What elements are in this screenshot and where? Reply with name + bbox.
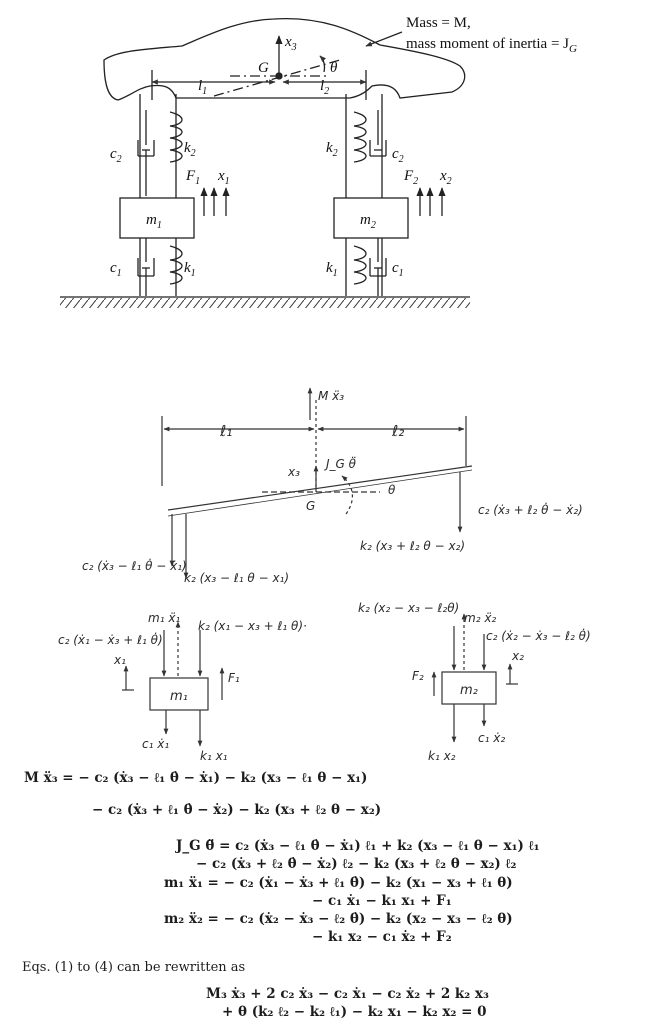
- fbd-m1-box: [149, 677, 209, 711]
- theta-label: θ: [330, 60, 338, 76]
- fbd-body-bar-top: [167, 465, 473, 511]
- fbd-force-left-spring: k₂ (x₃ − ℓ₁ θ − x₁): [184, 571, 289, 585]
- k2-left-label: k2: [184, 140, 196, 159]
- fbd-m2-label: m₂: [460, 683, 478, 698]
- fbd-G-label: G: [306, 499, 315, 513]
- theta-arc: [319, 55, 326, 73]
- cg-dot: [275, 72, 283, 80]
- c2-left-label: c2: [110, 146, 122, 165]
- free-body-diagram: [122, 387, 518, 747]
- x1-label: x1: [217, 168, 230, 187]
- F2-label: F2: [403, 168, 418, 187]
- fbd-m1-c1: c₁ ẋ₁: [142, 737, 169, 751]
- left-suspension: [119, 94, 230, 296]
- mass-m1-box: [119, 197, 195, 239]
- fbd-m1-k1: k₁ x₁: [200, 749, 228, 763]
- fbd-m1-damper-top: c₂ (ẋ₁ − ẋ₃ + ℓ₁ θ̇): [58, 632, 163, 647]
- fbd-m2-inertia: m₂ ẍ₂: [464, 611, 496, 625]
- l1-label: l1: [198, 78, 207, 97]
- fbd-m2-spring-top: k₂ (x₂ − x₃ − ℓ₂θ): [358, 601, 459, 615]
- fbd-m1-inertia: m₁ ẍ₁: [148, 611, 180, 625]
- fbd-m2-box: [441, 671, 497, 705]
- equation-2-line-1: J_G θ̈ = c₂ (ẋ₃ − ℓ₁ θ̇ − ẋ₁) ℓ₁ + k₂ (x…: [176, 838, 540, 854]
- fbd-l1-label: ℓ₁: [219, 422, 232, 440]
- fbd-m2-damper-top: c₂ (ẋ₂ − ẋ₃ − ℓ₂ θ̇): [486, 628, 591, 643]
- F1-label: F1: [185, 168, 200, 187]
- c1-right-label: c1: [392, 260, 404, 279]
- l2-label: l2: [320, 78, 329, 97]
- equation-5-line-2: + θ (k₂ ℓ₂ − k₂ ℓ₁) − k₂ x₁ − k₂ x₂ = 0: [222, 1004, 487, 1020]
- fbd-theta-label: θ: [388, 483, 396, 497]
- fbd-m1-F1: F₁: [228, 671, 240, 685]
- fbd-body-bar-bottom: [167, 469, 473, 517]
- fbd-m2-c1: c₁ ẋ₂: [478, 731, 505, 745]
- fbd-m1-label: m₁: [170, 689, 188, 704]
- mass-m2-box: [333, 197, 409, 239]
- m2-label: m2: [360, 212, 376, 231]
- equation-1-line-2: − c₂ (ẋ₃ + ℓ₁ θ̇ − ẋ₂) − k₂ (x₃ + ℓ₂ θ −…: [92, 802, 382, 818]
- right-suspension: [333, 94, 446, 296]
- car-body-outline: [103, 17, 466, 101]
- k1-right-label: k1: [326, 260, 338, 279]
- c1-left-label: c1: [110, 260, 122, 279]
- c2-right-label: c2: [392, 146, 404, 165]
- vehicle-model-diagram: [60, 17, 470, 308]
- fbd-l2-label: ℓ₂: [391, 422, 404, 440]
- x2-label: x2: [439, 168, 452, 187]
- equation-2-line-2: − c₂ (ẋ₃ + ℓ₂ θ̇ − ẋ₂) ℓ₂ − k₂ (x₃ + ℓ₂ …: [196, 856, 517, 872]
- equation-4-line-2: − k₁ x₂ − c₁ ẋ₂ + F₂: [312, 929, 452, 945]
- equation-3-line-2: − c₁ ẋ₁ − k₁ x₁ + F₁: [312, 893, 452, 909]
- equation-5-line-1: M₃ ẋ₃ + 2 c₂ ẋ₃ − c₂ ẋ₁ − c₂ ẋ₂ + 2 k₂ x…: [206, 986, 489, 1002]
- mass-label: Mass = M,: [406, 15, 471, 31]
- fbd-force-right-damper: c₂ (ẋ₃ + ℓ₂ θ̇ − ẋ₂): [478, 502, 583, 517]
- fbd-Mx3-label: M ẍ₃: [318, 389, 344, 403]
- x3-label: x3: [284, 34, 297, 53]
- ground-hatch: [60, 298, 470, 308]
- fbd-rotation-arc: [341, 475, 353, 515]
- equation-4-line-1: m₂ ẍ₂ = − c₂ (ẋ₂ − ẋ₃ − ℓ₂ θ̇) − k₂ (x₂ …: [164, 911, 513, 927]
- m1-label: m1: [146, 212, 162, 231]
- fbd-x3-label: x₃: [287, 465, 300, 479]
- equation-1-line-1: M ẍ₃ = − c₂ (ẋ₃ − ℓ₁ θ̇ − ẋ₁) − k₂ (x₃ −…: [24, 770, 368, 786]
- k1-left-label: k1: [184, 260, 196, 279]
- fbd-force-left-damper: c₂ (ẋ₃ − ℓ₁ θ̇ − ẋ₁): [82, 558, 187, 573]
- cg-label: G: [258, 60, 269, 76]
- fbd-m2-F2: F₂: [412, 669, 424, 683]
- fbd-m2-k1: k₁ x₂: [428, 749, 456, 763]
- mass-leader-line: [365, 31, 403, 47]
- inertia-label: mass moment of inertia = JG: [406, 36, 577, 55]
- fbd-JG-label: J_G θ̈: [324, 456, 357, 471]
- fbd-force-right-spring: k₂ (x₃ + ℓ₂ θ − x₂): [360, 539, 465, 553]
- fbd-m1-spring-top: k₂ (x₁ − x₃ + ℓ₁ θ)·: [198, 619, 307, 633]
- k2-right-label: k2: [326, 140, 338, 159]
- fbd-m1-x1: x₁: [113, 653, 126, 667]
- equation-3-line-1: m₁ ẍ₁ = − c₂ (ẋ₁ − ẋ₃ + ℓ₁ θ̇) − k₂ (x₁ …: [164, 875, 513, 891]
- rewritten-intro: Eqs. (1) to (4) can be rewritten as: [22, 960, 246, 975]
- fbd-m2-x2: x₂: [511, 649, 524, 663]
